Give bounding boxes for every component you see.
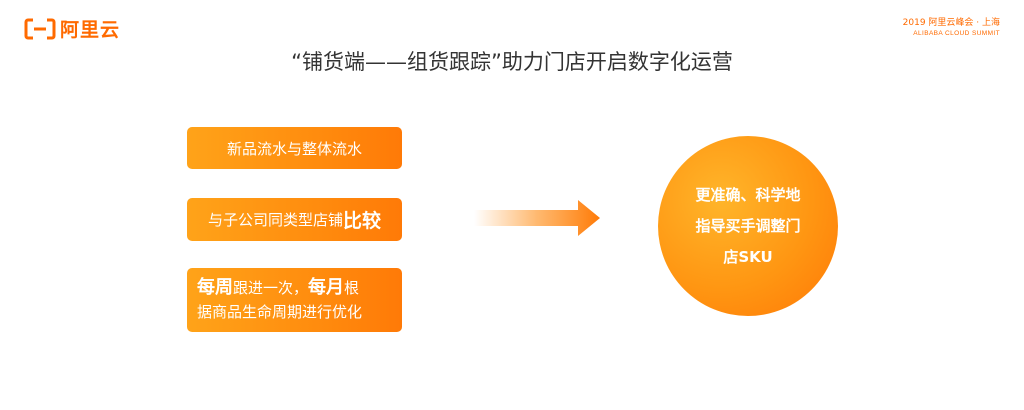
point-box-1: 新品流水与整体流水 [187, 127, 402, 169]
slide-title: “铺货端——组货跟踪”助力门店开启数字化运营 [291, 50, 733, 74]
point-3-text-1: 跟进一次， [233, 279, 309, 297]
result-circle: 更准确、科学地 指导买手调整门 店SKU [658, 136, 838, 316]
alibaba-cloud-logo-icon [24, 18, 56, 39]
result-line-2: 指导买手调整门 [695, 216, 801, 235]
point-3-line-2: 据商品生命周期进行优化 [197, 303, 363, 321]
point-box-2: 与子公司同类型店铺比较 [187, 198, 402, 241]
point-3-text-2: 根 [344, 279, 360, 297]
event-badge: 2019 阿里云峰会 · 上海 ALIBABA CLOUD SUMMIT [903, 18, 1000, 38]
alibaba-cloud-logo: 阿里云 [24, 15, 120, 42]
event-title: 2019 阿里云峰会 · 上海 [902, 18, 1000, 28]
result-line-1: 更准确、科学地 [695, 185, 801, 204]
result-line-3: 店SKU [723, 247, 773, 266]
point-3-emphasis-weekly: 每周 [197, 277, 233, 298]
point-2-text: 与子公司同类型店铺 [207, 211, 343, 229]
point-box-3: 每周跟进一次，每月根 据商品生命周期进行优化 [187, 268, 402, 332]
event-subtitle: ALIBABA CLOUD SUMMIT [913, 30, 1000, 37]
point-3-line-1: 每周跟进一次，每月根 [197, 276, 392, 300]
point-1-text: 新品流水与整体流水 [226, 139, 362, 158]
right-arrow-icon [474, 200, 600, 236]
point-3-emphasis-monthly: 每月 [308, 277, 345, 298]
point-2-emphasis: 比较 [343, 210, 382, 232]
logo-text: 阿里云 [60, 19, 121, 41]
